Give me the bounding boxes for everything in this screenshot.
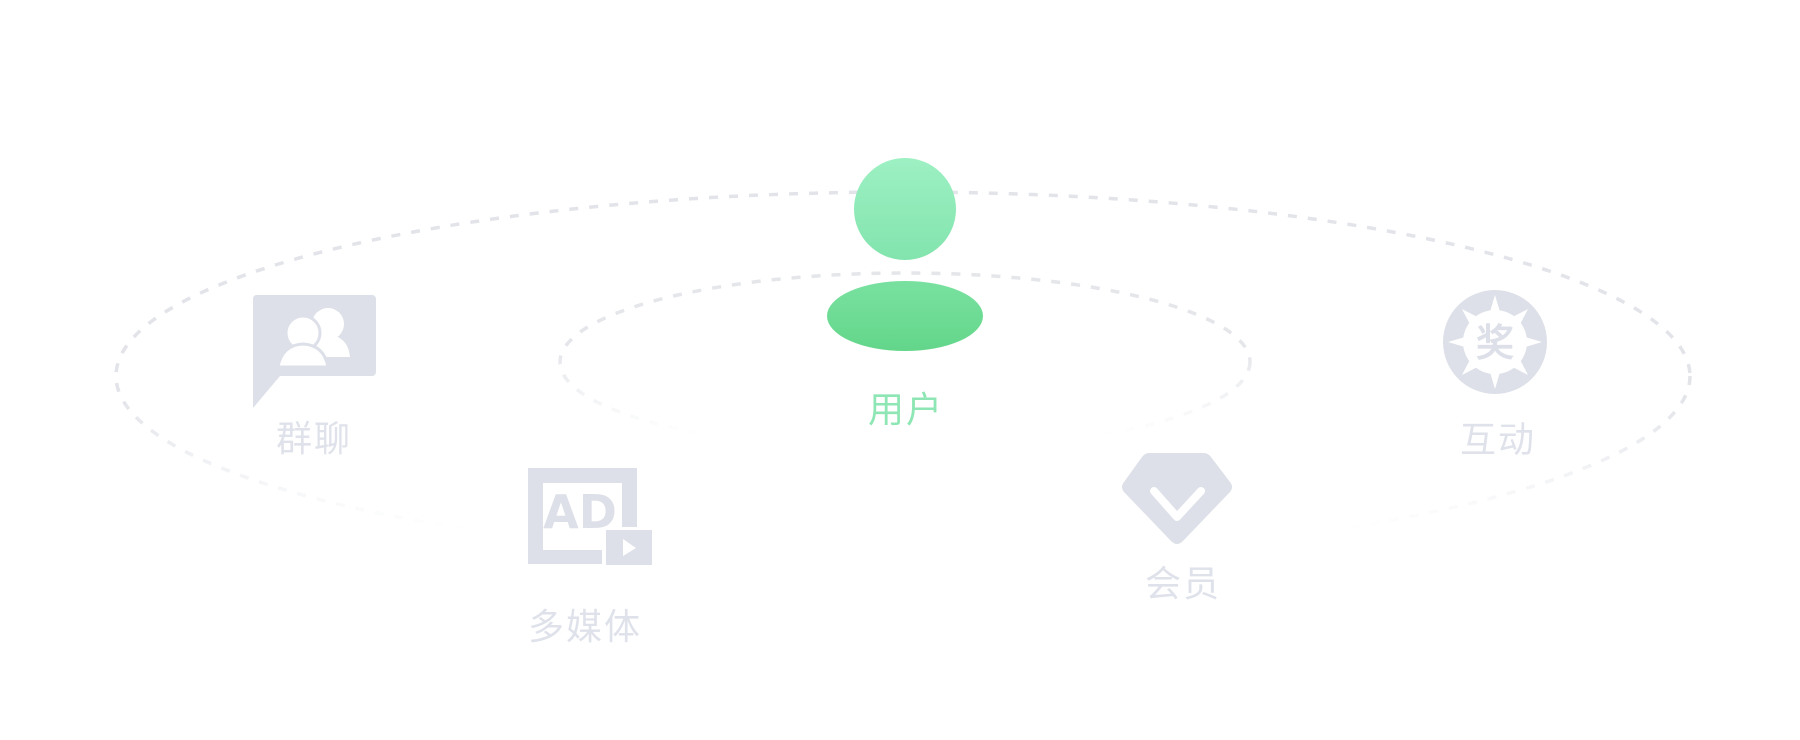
ad-video-icon[interactable]: AD <box>528 468 652 565</box>
diamond-icon[interactable] <box>1122 453 1232 544</box>
user-icon-body <box>827 281 983 351</box>
play-triangle <box>623 539 636 556</box>
group-chat-label: 群聊 <box>275 419 353 460</box>
prize-badge-icon[interactable]: 奖 <box>1443 290 1547 394</box>
ad-text: AD <box>543 485 617 539</box>
inner-orbit <box>558 271 1252 453</box>
diamond-shape <box>1122 453 1232 544</box>
user-label: 用户 <box>867 390 945 431</box>
diamond-check <box>1150 487 1205 521</box>
outer-orbit <box>114 190 1692 562</box>
member-label: 会员 <box>1144 564 1222 605</box>
user-icon-head <box>854 158 956 260</box>
badge-core <box>1463 310 1527 374</box>
user-icon[interactable] <box>827 158 983 351</box>
ad-frame <box>528 468 637 564</box>
multimedia-label: 多媒体 <box>527 607 643 648</box>
front-person-body <box>276 342 330 369</box>
group-chat-icon[interactable] <box>252 295 376 408</box>
badge-text: 奖 <box>1476 321 1514 365</box>
interaction-label: 互动 <box>1459 420 1537 461</box>
